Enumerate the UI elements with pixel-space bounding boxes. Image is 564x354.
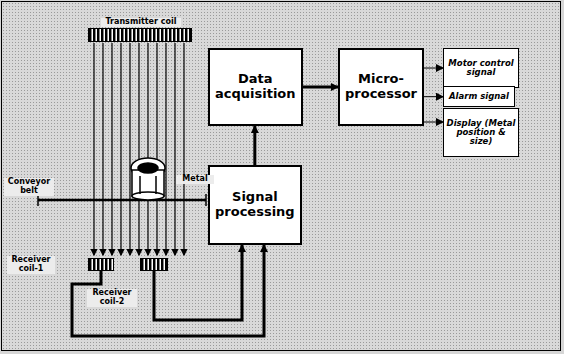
process-box: Micro-processor: [338, 48, 424, 126]
coil-label: Transmitter coil: [101, 18, 181, 27]
connector: [424, 122, 443, 123]
box-text: Data acquisition: [210, 69, 301, 105]
conveyor-belt: [38, 194, 206, 206]
receiver-coil: Receiver coil-1: [88, 258, 114, 271]
connector: [303, 86, 338, 89]
connector: [154, 245, 242, 320]
box-text: Micro-processor: [340, 69, 422, 105]
background-texture: [2, 2, 560, 350]
output-box: Alarm signal: [443, 86, 515, 107]
box-text: Signal processing: [210, 187, 300, 223]
connector: [72, 245, 264, 336]
metal-object: [131, 158, 165, 200]
connector: [424, 96, 443, 97]
process-box: Data acquisition: [208, 48, 303, 126]
box-text: Motor control signal: [444, 57, 518, 80]
metal-label: Metal: [176, 175, 214, 184]
coil-label: Receiver coil-2: [87, 289, 137, 307]
output-box: Motor control signal: [443, 48, 519, 88]
connector: [253, 126, 256, 165]
receiver-coil: Receiver coil-2: [140, 258, 168, 271]
conveyor-label: Conveyor belt: [4, 178, 54, 196]
box-text: Alarm signal: [447, 90, 511, 103]
coil-label: Receiver coil-1: [7, 256, 55, 274]
output-box: Display (Metal position & size): [443, 108, 519, 157]
connector: [424, 68, 443, 69]
field-lines: [94, 43, 184, 255]
transmitter-coil: Transmitter coil: [88, 28, 192, 42]
box-text: Display (Metal position & size): [444, 117, 518, 149]
process-box: Signal processing: [208, 165, 302, 245]
